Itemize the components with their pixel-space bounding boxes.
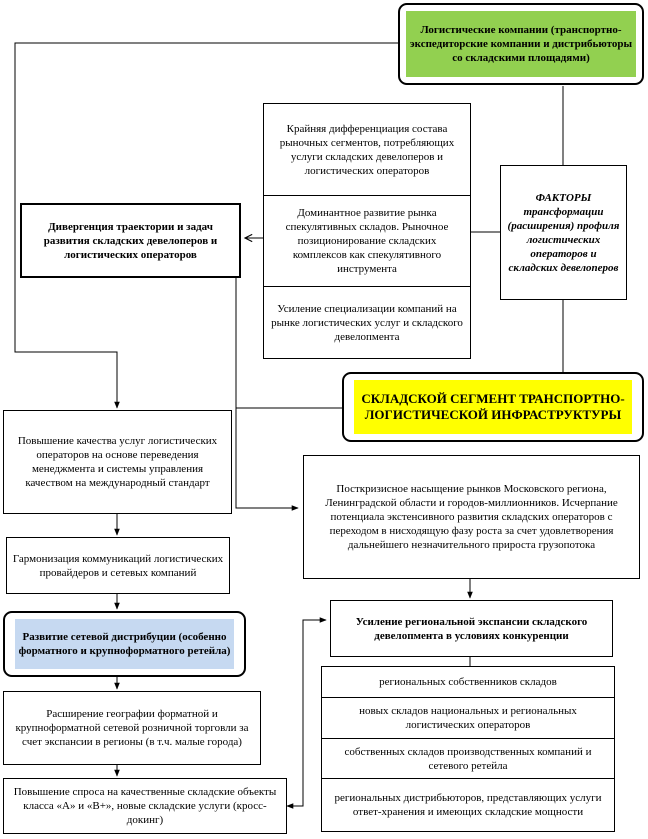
factor-item-3: Усиление специализации компаний на рынке…	[271, 302, 463, 343]
factors-list-box: Крайняя дифференциация состава рыночных …	[263, 103, 471, 359]
factors-box: ФАКТОРЫ трансформации (расширения) профи…	[500, 165, 627, 300]
expansion-item-1: региональных собственников складов	[379, 676, 557, 688]
logistics-companies-frame: Логистические компании (транспортно-эксп…	[398, 3, 644, 85]
expansion-item-3: собственных складов производственных ком…	[344, 745, 592, 772]
factor-item-2: Доминантное развитие рынка спекулятивных…	[285, 207, 449, 275]
connector-divergence-saturation	[235, 278, 299, 511]
warehouse-segment-frame: СКЛАДСКОЙ СЕГМЕНТ ТРАНСПОРТНО-ЛОГИСТИЧЕС…	[342, 372, 644, 442]
factor-item-1: Крайняя дифференциация состава рыночных …	[279, 122, 455, 177]
network-distribution-frame: Развитие сетевой дистрибуции (особенно ф…	[3, 611, 246, 677]
quality-box: Повышение качества услуг логистических о…	[3, 410, 232, 514]
expansion-list-box: региональных собственников складов новых…	[321, 666, 615, 832]
logistics-companies-box: Логистические компании (транспортно-эксп…	[406, 11, 636, 77]
expansion-box: Усиление региональной экспансии складско…	[330, 600, 613, 657]
divergence-box: Дивергенция траектории и задач развития …	[20, 203, 241, 278]
connector-demand-expansion	[286, 617, 327, 809]
expansion-item-2: новых складов национальных и региональны…	[359, 705, 577, 731]
expansion-item-4: региональных дистрибьюторов, представляю…	[334, 792, 602, 818]
harmonization-box: Гармонизация коммуникаций логистических …	[6, 537, 230, 594]
demand-box: Повышение спроса на качественные складск…	[3, 778, 287, 834]
geography-box: Расширение географии форматной и крупноф…	[3, 691, 261, 765]
saturation-box: Посткризисное насыщение рынков Московско…	[303, 455, 640, 579]
network-distribution-box: Развитие сетевой дистрибуции (особенно ф…	[15, 619, 234, 669]
connector-top-loop	[14, 42, 398, 409]
warehouse-segment-box: СКЛАДСКОЙ СЕГМЕНТ ТРАНСПОРТНО-ЛОГИСТИЧЕС…	[354, 380, 632, 434]
